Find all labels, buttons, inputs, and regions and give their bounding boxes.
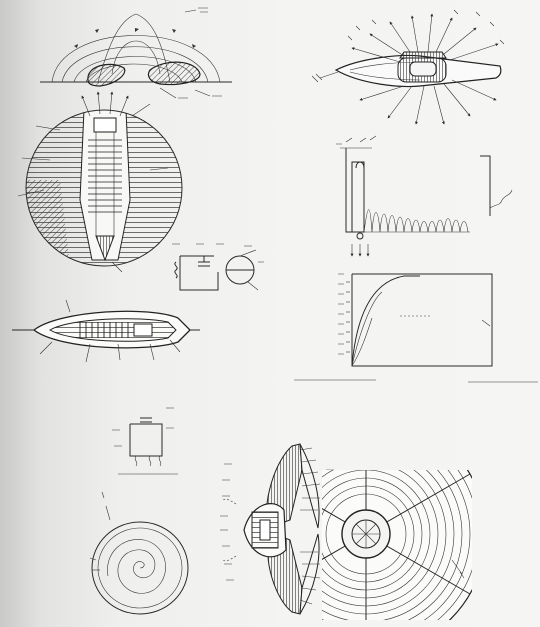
fig-curve-graph: [294, 273, 538, 383]
fig-circuit-small: [172, 243, 264, 291]
fig-cigar-section: [12, 299, 200, 363]
fig-circuit-lower: [112, 407, 178, 475]
fig-winged-craft: [220, 443, 338, 615]
fig-field-lines-dome: [40, 7, 232, 99]
fig-spiral-staircase: [336, 135, 513, 257]
fig-circular-cutaway: [17, 91, 183, 273]
fig-radial-fan: [322, 470, 472, 620]
fig-disc-radial-arrows: [311, 9, 505, 125]
fig-spiral-disc: [89, 491, 189, 615]
